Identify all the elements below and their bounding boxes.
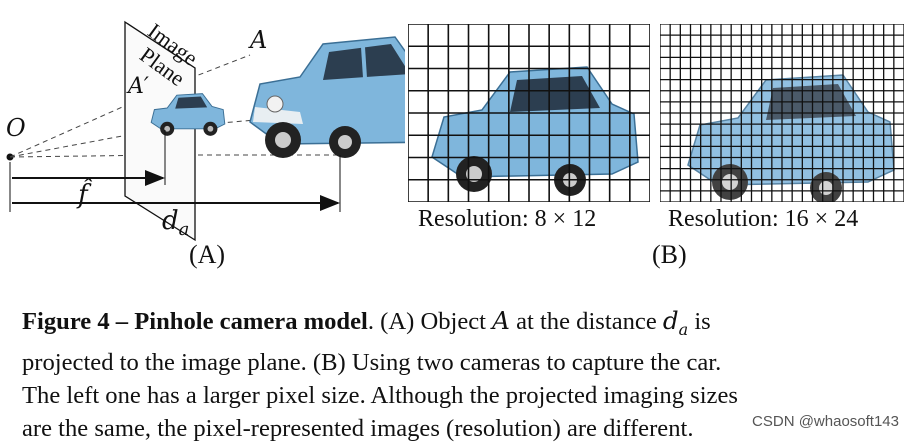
caption-var-d-sub: a [678,319,689,339]
low-res-grid [408,24,650,202]
caption-line-2: projected to the image plane. (B) Using … [22,348,722,376]
caption-text: . (A) Object [367,308,493,335]
watermark: CSDN @whaosoft143 [750,413,901,430]
label-a-prime: A′ [128,74,149,99]
caption-line-4: are the same, the pixel-represented imag… [22,414,694,442]
low-res-car [431,66,639,196]
caption-var-d: d [662,306,679,335]
high-res-label: Resolution: 16 × 24 [668,206,859,232]
high-res-grid-svg [660,24,904,202]
object-car-large [249,36,468,158]
low-res-grid-svg [408,24,650,202]
pinhole-diagram-svg [6,20,468,242]
label-d-subscript: a [178,219,190,241]
low-res-label: Resolution: 8 × 12 [418,206,597,232]
label-d-a: da [162,206,189,240]
label-o: O [6,114,26,142]
figure-caption: Figure 4 – Pinhole camera model. (A) Obj… [22,304,902,445]
projected-car-small [150,93,226,136]
caption-line-3: The left one has a larger pixel size. Al… [22,381,738,409]
high-res-grid [660,24,904,202]
caption-title: Figure 4 – Pinhole camera model [22,308,368,335]
caption-text: is [688,308,711,335]
label-d: d [162,206,179,236]
caption-line-1: Figure 4 – Pinhole camera model. (A) Obj… [22,304,902,346]
panel-a-tag: (A) [189,240,226,269]
panel-a-pinhole-diagram: O A A′ Image Plane f̂ da (A) [0,0,468,280]
low-res-grid-lines [408,24,650,202]
caption-text: at the distance [509,308,663,335]
label-a: A [250,26,268,54]
label-f-hat: f̂ [78,180,88,210]
caption-var-a: A [492,306,510,335]
panel-b-tag: (B) [652,240,687,269]
high-res-grid-lines [660,24,904,202]
image-plane [124,20,196,242]
